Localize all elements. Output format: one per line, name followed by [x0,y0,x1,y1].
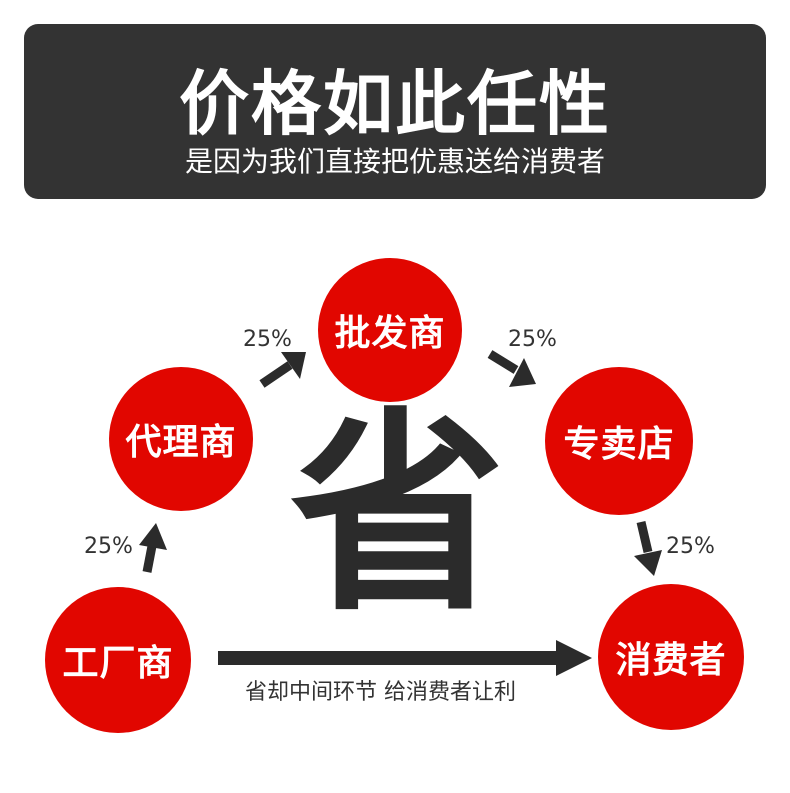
arrow-agent-to-wholesaler [259,352,306,388]
pct-agent-to-wholesaler: 25% [243,327,292,352]
pct-wholesaler-to-retailer: 25% [508,327,557,352]
banner-subtitle: 是因为我们直接把优惠送给消费者 [184,145,605,178]
arrow-retailer-to-consumer [634,520,662,576]
arrow-factory-to-consumer [218,640,592,676]
node-factory: 工厂商 [45,587,191,733]
node-wholesaler: 批发商 [318,258,462,402]
save-glyph: 省 [290,389,505,640]
node-agent: 代理商 [109,367,253,511]
header-banner: 价格如此任性 是因为我们直接把优惠送给消费者 [24,24,766,199]
direct-route-caption: 省却中间环节 给消费者让利 [245,680,516,705]
banner-title: 价格如此任性 [179,63,611,145]
node-consumer: 消费者 [598,584,744,730]
pct-factory-to-agent: 25% [84,534,133,559]
arrow-wholesaler-to-retailer [487,350,536,387]
pct-retailer-to-consumer: 25% [666,534,715,559]
arrow-factory-to-agent [139,523,167,573]
node-retailer: 专卖店 [545,367,693,515]
